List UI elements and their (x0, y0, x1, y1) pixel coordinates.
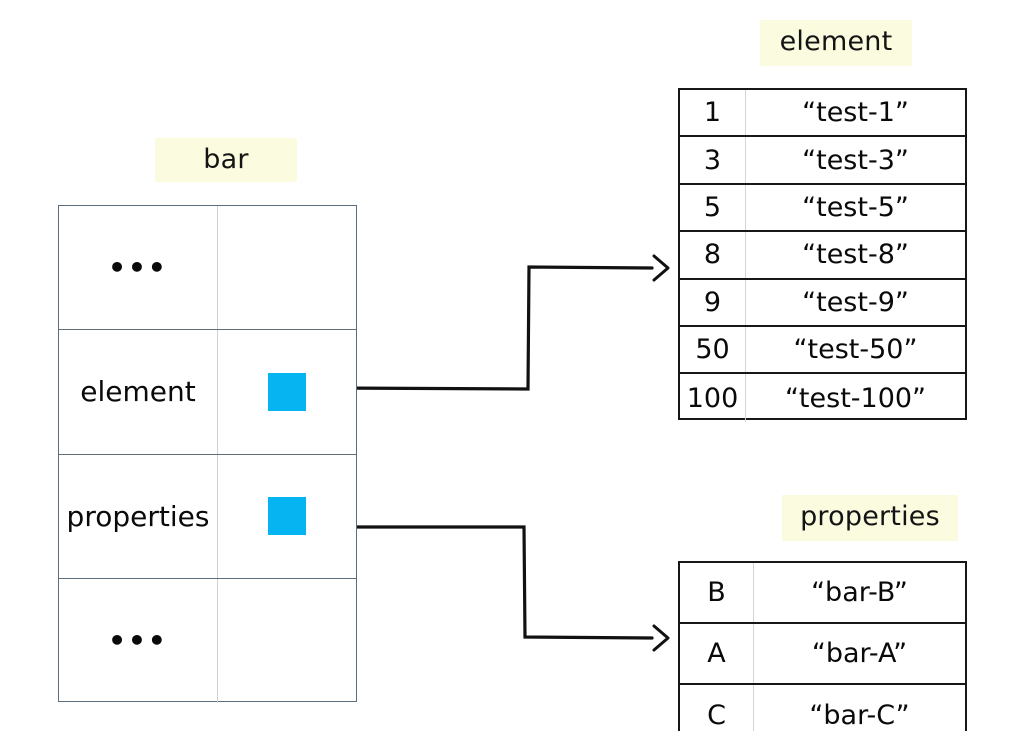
table-row: C “bar-C” (680, 685, 965, 731)
element-table-title: element (760, 20, 912, 66)
bar-row-value-element (218, 330, 356, 453)
element-key: 1 (680, 90, 746, 136)
arrowhead-element (652, 254, 670, 282)
properties-key: B (680, 563, 754, 622)
element-key: 3 (680, 137, 746, 183)
bar-row-key-properties: properties (59, 454, 218, 578)
table-row: 1 “test-1” (680, 90, 965, 138)
bar-row-value (218, 579, 356, 703)
properties-value: “bar-C” (809, 700, 910, 731)
bar-row-value-properties (218, 455, 356, 578)
element-value: “test-8” (802, 239, 909, 271)
table-row: ••• (59, 578, 356, 703)
element-value: “test-100” (784, 382, 927, 414)
properties-value: “bar-B” (811, 577, 908, 608)
element-table: 1 “test-1” 3 “test-3” 5 “test-5” 8 “test… (678, 88, 967, 422)
table-row: element (59, 330, 356, 455)
pointer-swatch-element[interactable] (268, 372, 306, 411)
connector-element (328, 265, 654, 391)
table-row: properties (59, 454, 356, 579)
element-value: “test-50” (793, 334, 918, 366)
bar-table-title: bar (155, 138, 297, 182)
table-row: 9 “test-9” (680, 279, 965, 327)
arrowhead-properties (652, 624, 670, 652)
bar-row-key: ••• (59, 206, 218, 330)
element-value: “test-9” (802, 286, 909, 318)
table-row: A “bar-A” (680, 624, 965, 685)
properties-table-title: properties (782, 495, 958, 541)
ellipsis-glyph: ••• (108, 250, 168, 284)
table-row: 5 “test-5” (680, 184, 965, 233)
connector-properties (328, 525, 654, 640)
bar-row-value (218, 206, 356, 329)
element-key: 9 (680, 279, 746, 325)
bar-row-key: ••• (59, 578, 218, 703)
properties-value: “bar-A” (811, 638, 908, 669)
properties-key: C (680, 685, 754, 731)
element-value: “test-3” (802, 144, 909, 176)
properties-table: B “bar-B” A “bar-A” C “bar-C” (678, 561, 967, 731)
bar-row-key-element: element (59, 330, 218, 454)
properties-key: A (680, 624, 754, 683)
table-row: 8 “test-8” (680, 232, 965, 280)
element-value: “test-5” (802, 191, 909, 223)
table-row: B “bar-B” (680, 563, 965, 624)
table-row: ••• (59, 206, 356, 331)
element-key: 100 (680, 374, 746, 422)
element-key: 5 (680, 184, 746, 231)
bar-table: ••• element properties ••• (58, 205, 357, 703)
element-value: “test-1” (802, 97, 909, 129)
element-key: 50 (680, 326, 746, 373)
ellipsis-glyph: ••• (108, 623, 168, 657)
table-row: 100 “test-100” (680, 374, 965, 422)
table-row: 50 “test-50” (680, 326, 965, 375)
table-row: 3 “test-3” (680, 137, 965, 185)
element-key: 8 (680, 232, 746, 278)
pointer-swatch-properties[interactable] (268, 497, 306, 536)
